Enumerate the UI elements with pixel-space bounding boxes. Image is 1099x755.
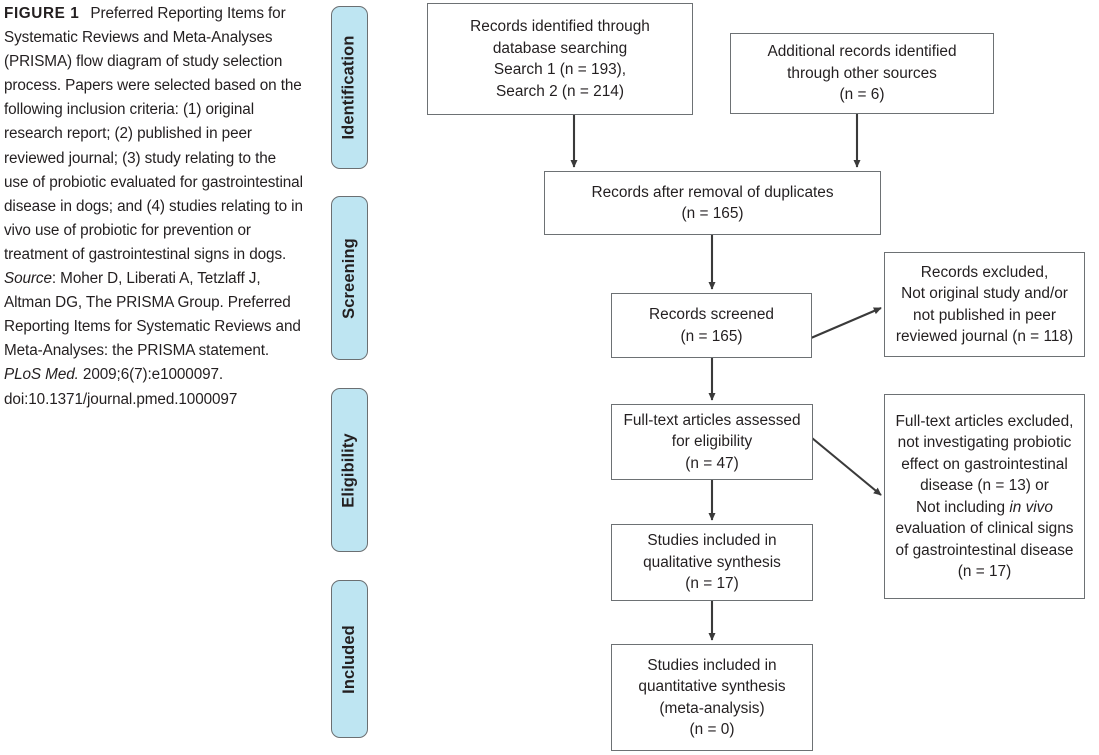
box-studies-quantitative-synthesis[interactable]: Studies included in quantitative synthes… bbox=[611, 644, 813, 751]
box-records-identified-database[interactable]: Records identified through database sear… bbox=[427, 3, 693, 115]
box-records-excluded[interactable]: Records excluded, Not original study and… bbox=[884, 252, 1085, 357]
box-db-search-line2: database searching bbox=[492, 39, 628, 57]
caption-body: Items for Systematic Reviews and Meta-An… bbox=[4, 5, 303, 263]
box-records-after-duplicates[interactable]: Records after removal of duplicates (n =… bbox=[544, 171, 881, 235]
box-after-duplicates-line1: Records after removal of duplicates bbox=[591, 183, 834, 201]
box-other-sources-line2: through other sources bbox=[787, 64, 937, 82]
figure-caption: FIGURE 1 Preferred Reporting Items for Sy… bbox=[4, 2, 304, 412]
box-fulltext-excluded-in-vivo: in vivo bbox=[1009, 498, 1053, 516]
box-after-duplicates-line2: (n = 165) bbox=[681, 205, 744, 222]
box-fulltext-assessed-line2: for eligibility bbox=[671, 433, 753, 451]
caption-first-line: Preferred Reporting bbox=[90, 5, 223, 22]
box-fulltext-excluded-line5-prefix: Not including bbox=[916, 498, 1010, 516]
box-other-sources-line3: (n = 6) bbox=[839, 86, 885, 104]
box-quantitative-line1: Studies included in bbox=[647, 656, 777, 674]
box-fulltext-excluded-line6: evaluation of clinical signs bbox=[895, 520, 1074, 537]
stage-tab-eligibility[interactable]: Eligibility bbox=[331, 388, 368, 552]
box-quantitative-line3: (meta-analysis) bbox=[659, 699, 765, 717]
box-quantitative-line4: (n = 0) bbox=[689, 721, 735, 738]
stage-tab-identification-label: Identification bbox=[340, 35, 359, 140]
box-additional-records-other-sources[interactable]: Additional records identified through ot… bbox=[730, 33, 994, 114]
box-fulltext-articles-excluded[interactable]: Full-text articles excluded, not investi… bbox=[884, 394, 1085, 599]
box-db-search-line4: Search 2 (n = 214) bbox=[496, 82, 624, 100]
edge-screened-to-records-excluded bbox=[810, 307, 882, 339]
box-records-excluded-line4: reviewed journal (n = 118) bbox=[895, 328, 1074, 345]
box-fulltext-assessed-line3: (n = 47) bbox=[685, 454, 739, 472]
box-records-excluded-line2: Not original study and/or bbox=[901, 285, 1068, 302]
box-fulltext-articles-assessed[interactable]: Full-text articles assessed for eligibil… bbox=[611, 404, 813, 480]
edge-fulltext-assessed-to-fulltext-excluded bbox=[811, 437, 882, 496]
figure-label: FIGURE 1 bbox=[4, 5, 80, 22]
box-fulltext-excluded-line7: of gastrointestinal disease bbox=[895, 541, 1074, 559]
box-fulltext-assessed-line1: Full-text articles assessed bbox=[623, 411, 801, 429]
caption-source-word: Source bbox=[4, 270, 52, 288]
stage-tab-identification[interactable]: Identification bbox=[331, 6, 368, 169]
stage-tab-included-label: Included bbox=[340, 624, 359, 694]
box-other-sources-line1: Additional records identified bbox=[767, 43, 957, 61]
box-screened-line2: (n = 165) bbox=[680, 327, 743, 345]
stage-tab-screening-label: Screening bbox=[340, 237, 358, 319]
box-fulltext-excluded-line2: not investigating probiotic bbox=[897, 434, 1072, 451]
box-fulltext-excluded-line4: disease (n = 13) or bbox=[920, 477, 1049, 494]
box-fulltext-excluded-line8: (n = 17) bbox=[957, 563, 1012, 580]
box-fulltext-excluded-line1: Full-text articles excluded, bbox=[895, 412, 1074, 430]
stage-tab-eligibility-label: Eligibility bbox=[340, 432, 359, 508]
stage-tab-included[interactable]: Included bbox=[331, 580, 368, 738]
box-db-search-line3: Search 1 (n = 193), bbox=[493, 61, 627, 78]
box-records-screened[interactable]: Records screened (n = 165) bbox=[611, 293, 812, 358]
box-qualitative-line1: Studies included in bbox=[647, 532, 777, 550]
box-records-excluded-line3: not published in peer bbox=[913, 306, 1056, 324]
box-qualitative-line3: (n = 17) bbox=[685, 575, 739, 593]
stage-tab-screening[interactable]: Screening bbox=[331, 196, 368, 360]
box-studies-qualitative-synthesis[interactable]: Studies included in qualitative synthesi… bbox=[611, 524, 813, 601]
box-records-excluded-line1: Records excluded, bbox=[920, 263, 1049, 281]
box-db-search-line1: Records identified through bbox=[470, 18, 650, 35]
box-screened-line1: Records screened bbox=[649, 306, 774, 323]
caption-journal-name: PLoS Med. bbox=[4, 366, 79, 384]
box-quantitative-line2: quantitative synthesis bbox=[638, 678, 786, 695]
box-fulltext-excluded-line3: effect on gastrointestinal bbox=[901, 455, 1068, 473]
box-qualitative-line2: qualitative synthesis bbox=[643, 553, 781, 571]
caption-after-source: : Moher D, Liberati A, Tetzlaff J, Altma… bbox=[4, 270, 301, 360]
caption-citation-tail: 2009;6(7):e1000097. doi:10.1371/journal.… bbox=[4, 366, 238, 408]
